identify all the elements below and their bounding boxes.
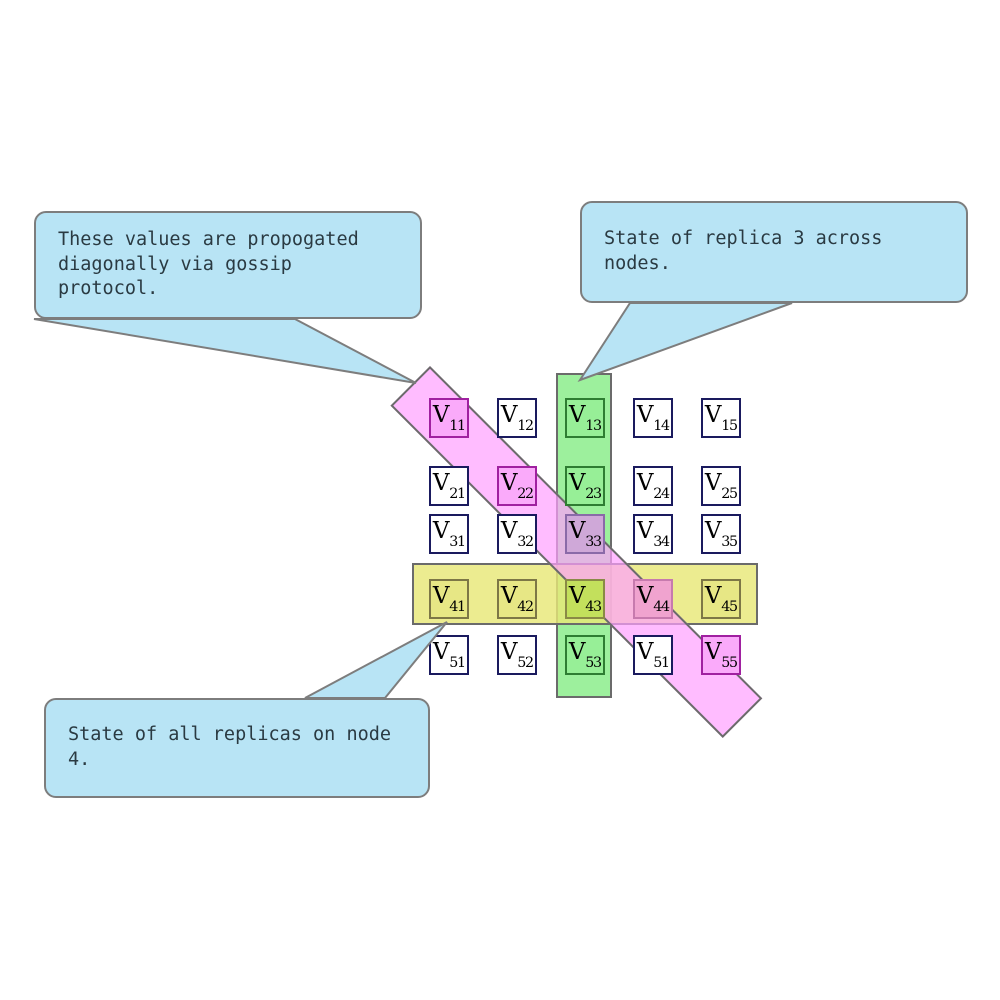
grid-cell-subscript: 42 <box>517 599 534 616</box>
grid-cell-subscript: 45 <box>721 599 738 616</box>
grid-cell-subscript: 25 <box>721 486 738 503</box>
grid-cell-subscript: 51 <box>449 655 466 672</box>
grid-cell-24: V24 <box>633 466 673 506</box>
grid-cell-subscript: 22 <box>517 486 534 503</box>
grid-cell-51: V51 <box>429 635 469 675</box>
grid-cell-label: V51 <box>432 638 466 672</box>
grid-cell-subscript: 21 <box>449 486 466 503</box>
grid-cell-label: V14 <box>636 401 670 435</box>
grid-cell-15: V15 <box>701 398 741 438</box>
grid-cell-label: V53 <box>568 638 602 672</box>
grid-cell-subscript: 15 <box>721 418 738 435</box>
grid-cell-subscript: 12 <box>517 418 534 435</box>
callout-replica3-text: State of replica 3 across nodes. <box>604 228 883 274</box>
callout-tail-gossip <box>33 318 417 384</box>
grid-cell-14: V14 <box>633 398 673 438</box>
grid-cell-12: V12 <box>497 398 537 438</box>
grid-cell-label: V32 <box>500 517 534 551</box>
grid-cell-subscript: 35 <box>721 534 738 551</box>
grid-cell-41: V41 <box>429 579 469 619</box>
grid-cell-subscript: 13 <box>585 418 602 435</box>
grid-cell-subscript: 11 <box>449 418 466 435</box>
grid-cell-33: V33 <box>565 514 605 554</box>
grid-cell-subscript: 53 <box>585 655 602 672</box>
grid-cell-31: V31 <box>429 514 469 554</box>
grid-cell-subscript: 34 <box>653 534 670 551</box>
grid-cell-label: V43 <box>568 582 602 616</box>
callout-replica3: State of replica 3 across nodes. <box>580 201 968 303</box>
grid-cell-45: V45 <box>701 579 741 619</box>
grid-cell-21: V21 <box>429 466 469 506</box>
grid-cell-label: V31 <box>432 517 466 551</box>
grid-cell-subscript: 14 <box>653 418 670 435</box>
callout-node4-text: State of all replicas on node 4. <box>68 724 392 770</box>
grid-cell-subscript: 23 <box>585 486 602 503</box>
grid-cell-25: V25 <box>701 466 741 506</box>
grid-cell-label: V24 <box>636 469 670 503</box>
grid-cell-subscript: 51 <box>653 655 670 672</box>
grid-cell-label: V11 <box>432 401 466 435</box>
grid-cell-subscript: 55 <box>721 655 738 672</box>
grid-cell-label: V55 <box>704 638 738 672</box>
grid-cell-52: V52 <box>497 635 537 675</box>
grid-cell-label: V42 <box>500 582 534 616</box>
grid-cell-43: V43 <box>565 579 605 619</box>
grid-cell-label: V13 <box>568 401 602 435</box>
grid-cell-44: V44 <box>633 579 673 619</box>
grid-cell-11: V11 <box>429 398 469 438</box>
callout-node4: State of all replicas on node 4. <box>44 698 430 798</box>
grid-cell-42: V42 <box>497 579 537 619</box>
grid-cell-label: V23 <box>568 469 602 503</box>
callout-tail-replica3 <box>577 302 793 382</box>
grid-cell-label: V35 <box>704 517 738 551</box>
grid-cell-subscript: 32 <box>517 534 534 551</box>
grid-cell-22: V22 <box>497 466 537 506</box>
grid-cell-55: V55 <box>701 635 741 675</box>
grid-cell-subscript: 52 <box>517 655 534 672</box>
grid-cell-label: V51 <box>636 638 670 672</box>
grid-cell-13: V13 <box>565 398 605 438</box>
grid-cell-label: V41 <box>432 582 466 616</box>
grid-cell-label: V12 <box>500 401 534 435</box>
grid-cell-subscript: 24 <box>653 486 670 503</box>
grid-cell-subscript: 44 <box>653 599 670 616</box>
grid-cell-label: V15 <box>704 401 738 435</box>
grid-cell-label: V22 <box>500 469 534 503</box>
grid-cell-label: V45 <box>704 582 738 616</box>
grid-cell-34: V34 <box>633 514 673 554</box>
grid-cell-subscript: 41 <box>449 599 466 616</box>
grid-cell-32: V32 <box>497 514 537 554</box>
grid-cell-35: V35 <box>701 514 741 554</box>
grid-cell-51: V51 <box>633 635 673 675</box>
callout-gossip: These values are propogated diagonally v… <box>34 211 422 319</box>
grid-cell-label: V52 <box>500 638 534 672</box>
grid-cell-23: V23 <box>565 466 605 506</box>
grid-cell-53: V53 <box>565 635 605 675</box>
grid-cell-subscript: 43 <box>585 599 602 616</box>
grid-cell-subscript: 33 <box>585 534 602 551</box>
grid-cell-label: V25 <box>704 469 738 503</box>
callout-gossip-text: These values are propogated diagonally v… <box>58 228 359 300</box>
grid-cell-subscript: 31 <box>449 534 466 551</box>
grid-cell-label: V33 <box>568 517 602 551</box>
grid-cell-label: V34 <box>636 517 670 551</box>
grid-cell-label: V21 <box>432 469 466 503</box>
grid-cell-label: V44 <box>636 582 670 616</box>
